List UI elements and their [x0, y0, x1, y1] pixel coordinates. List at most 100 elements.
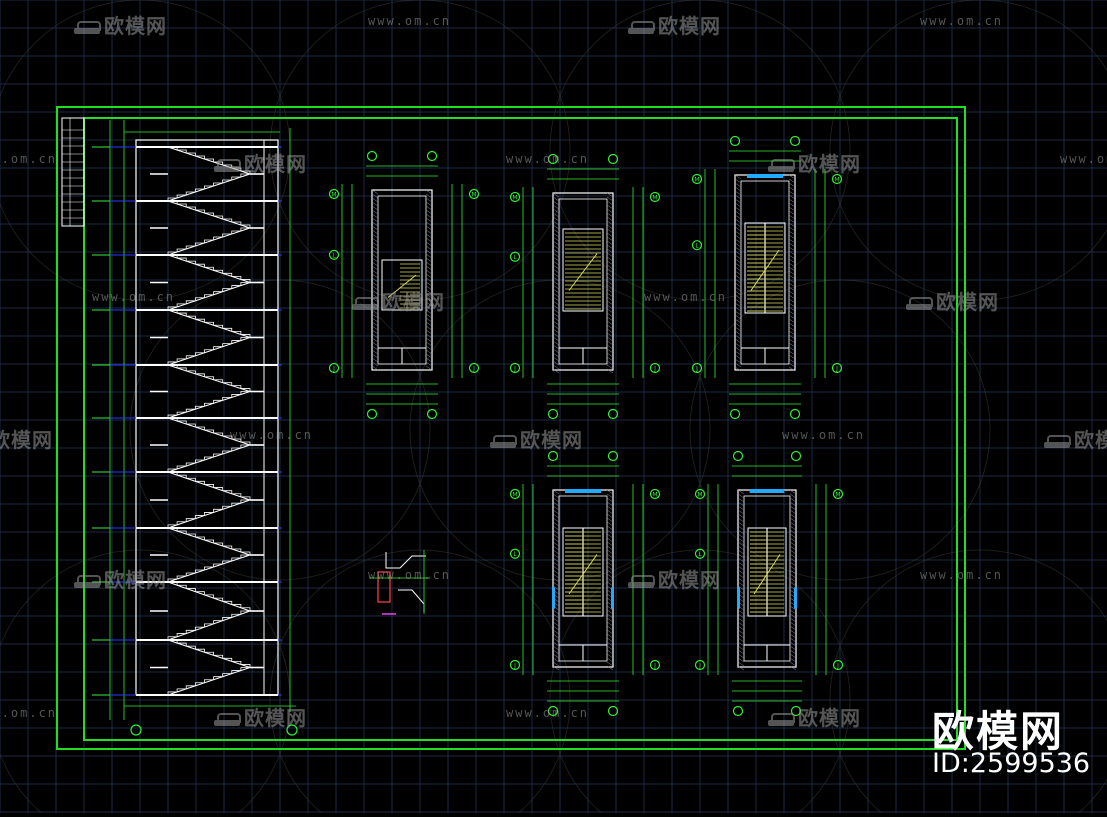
wall-hatch: [788, 282, 796, 288]
wall-hatch: [371, 325, 379, 331]
wall-hatch: [734, 358, 742, 364]
stair-tread: [222, 327, 233, 332]
wall-hatch: [789, 549, 797, 555]
wall-hatch: [788, 250, 796, 256]
axis-label: M: [652, 492, 657, 499]
wall-hatch: [734, 306, 742, 312]
wall-hatch: [552, 336, 560, 342]
stair-tread: [240, 610, 250, 615]
stair-tread: [222, 505, 232, 510]
axis-bubble: [832, 488, 844, 500]
stair-tread: [213, 346, 223, 350]
stair-tread: [195, 318, 205, 323]
stair-flight: [167, 200, 251, 229]
stair-tread: [194, 188, 205, 192]
axis-bubble: [694, 659, 706, 671]
stair-tread: [213, 161, 224, 165]
wall-hatch: [734, 258, 742, 264]
wall-hatch: [606, 252, 614, 258]
wall-hatch: [788, 270, 796, 276]
wall-hatch: [606, 557, 614, 563]
stair-tread: [231, 275, 242, 280]
wall-hatch: [737, 489, 745, 495]
wall-hatch: [606, 268, 614, 274]
stair-flight: [167, 173, 251, 202]
wall-hatch: [552, 549, 560, 555]
wall-hatch: [552, 657, 560, 663]
wall-hatch: [737, 505, 745, 511]
wall-hatch: [425, 233, 433, 239]
axis-bubble: [328, 188, 340, 200]
stair-tread: [240, 551, 251, 555]
wall-hatch: [425, 309, 433, 315]
stair-tread: [176, 633, 187, 637]
wall-hatch: [425, 285, 433, 291]
axis-bubble: [790, 705, 802, 717]
wall-hatch: [606, 260, 614, 266]
wall-hatch: [606, 364, 614, 370]
wall-hatch: [371, 197, 379, 203]
wall-hatch: [371, 213, 379, 219]
wall-hatch: [606, 308, 614, 314]
wall-hatch: [734, 326, 742, 332]
stair-tread: [222, 673, 232, 677]
wall-hatch: [788, 182, 796, 188]
wall-hatch: [552, 264, 560, 270]
wall-hatch: [789, 613, 797, 619]
stair-tread: [240, 444, 250, 448]
stair-tread: [213, 236, 223, 240]
wall-hatch: [371, 225, 379, 231]
wall-hatch: [789, 569, 797, 575]
stair-tread: [167, 361, 178, 365]
stair-flight: [167, 581, 251, 612]
wall-hatch: [789, 605, 797, 611]
wall-hatch: [789, 553, 797, 559]
stair-tread: [194, 242, 205, 246]
wall-hatch: [552, 493, 560, 499]
stair-tread: [186, 370, 196, 374]
wall-hatch: [552, 617, 560, 623]
axis-label: M: [835, 492, 840, 499]
wall-hatch: [734, 230, 742, 236]
stair-tread: [167, 251, 178, 255]
stair-tread: [167, 468, 178, 472]
stair-tread: [185, 355, 196, 359]
wall-hatch: [788, 230, 796, 236]
wall-hatch: [552, 324, 560, 330]
axis-label: M: [471, 192, 476, 199]
wall-hatch: [737, 533, 745, 539]
wall-hatch: [788, 226, 796, 232]
stair-tread: [185, 685, 196, 689]
wall-hatch: [788, 202, 796, 208]
wall-hatch: [737, 573, 745, 579]
wall-hatch: [371, 221, 379, 227]
stair-tread: [186, 423, 196, 427]
wall-hatch: [552, 573, 560, 579]
stair-tread: [177, 642, 187, 647]
axis-bubble: [607, 408, 619, 420]
wall-hatch: [789, 517, 797, 523]
stair-tread: [195, 426, 205, 430]
wall-hatch: [606, 276, 614, 282]
wall-hatch: [734, 334, 742, 340]
wall-hatch: [734, 202, 742, 208]
wall-hatch: [734, 282, 742, 288]
wall-hatch: [606, 517, 614, 523]
wall-hatch: [737, 545, 745, 551]
axis-bubble: [790, 450, 802, 462]
stair-tread: [204, 266, 214, 271]
wall-hatch: [606, 360, 614, 366]
wall-hatch: [734, 222, 742, 228]
axis-label: J: [835, 366, 838, 373]
wall-hatch: [789, 633, 797, 639]
stair-arrow: [753, 554, 781, 595]
wall-hatch: [737, 657, 745, 663]
wall-hatch: [552, 665, 560, 671]
wall-hatch: [606, 573, 614, 579]
axis-label: L: [332, 252, 336, 259]
wall-hatch: [371, 261, 379, 267]
watermark-arc: [549, 0, 851, 301]
wall-hatch: [552, 292, 560, 298]
wall-hatch: [552, 569, 560, 575]
